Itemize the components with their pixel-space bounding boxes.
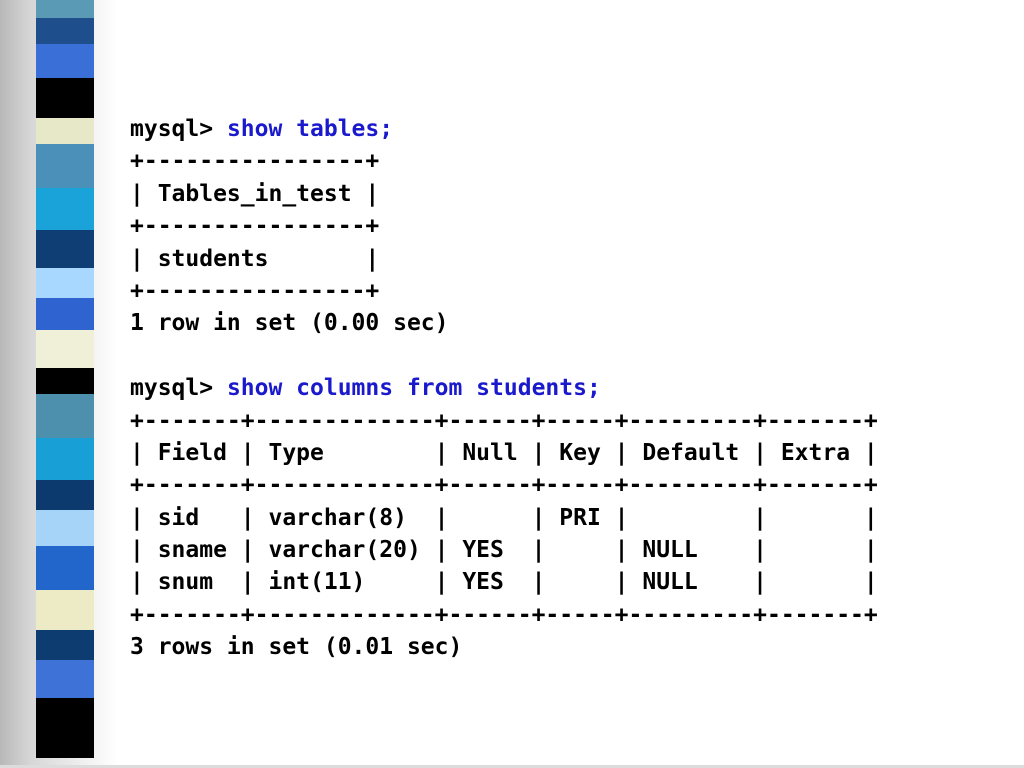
bottom-divider: [0, 765, 1024, 768]
stripe-segment: [36, 144, 94, 188]
stripe-segment: [36, 480, 94, 510]
table-border: +----------------+: [130, 148, 380, 175]
prompt: mysql>: [130, 116, 227, 142]
stripe-segment: [36, 230, 94, 268]
command-text: show columns from students;: [226, 375, 601, 402]
table-border: +----------------+: [130, 277, 380, 304]
mysql-console-output: mysql> show tables; +----------------+ |…: [130, 113, 878, 664]
stripe-segment: [36, 394, 94, 438]
table-row: | sid | varchar(8) | | PRI | | |: [130, 504, 878, 531]
command-text: show tables;: [226, 116, 394, 142]
prompt-line: mysql> show columns from students;: [130, 372, 878, 404]
stripe-segment: [36, 78, 94, 118]
table-row: | snum | int(11) | YES | | NULL | |: [130, 569, 878, 596]
table-row: | students |: [130, 245, 380, 272]
stripe-segment: [36, 368, 94, 394]
stripe-segment: [36, 18, 94, 44]
stripe-segment: [36, 330, 94, 368]
stripe-segment: [36, 630, 94, 660]
result-summary: 1 row in set (0.00 sec): [130, 310, 449, 337]
table-border: +-------+-------------+------+-----+----…: [130, 407, 878, 434]
stripe-segment: [36, 590, 94, 630]
blank-line: [130, 340, 878, 372]
stripe-segment: [36, 510, 94, 546]
stripe-segment: [36, 698, 94, 758]
decorative-stripe: [36, 0, 94, 768]
prompt-line: mysql> show tables;: [130, 113, 878, 145]
stripe-segment: [36, 0, 94, 18]
stripe-segment: [36, 44, 94, 78]
stripe-segment: [36, 298, 94, 330]
table-header: | Tables_in_test |: [130, 180, 380, 207]
table-border: +-------+-------------+------+-----+----…: [130, 472, 878, 499]
prompt: mysql>: [130, 375, 227, 402]
table-header: | Field | Type | Null | Key | Default | …: [130, 439, 878, 466]
stripe-segment: [36, 546, 94, 590]
stripe-segment: [36, 268, 94, 298]
table-border: +----------------+: [130, 213, 380, 240]
stripe-segment: [36, 438, 94, 480]
table-border: +-------+-------------+------+-----+----…: [130, 601, 878, 628]
result-summary: 3 rows in set (0.01 sec): [130, 634, 463, 661]
stripe-segment: [36, 660, 94, 698]
stripe-segment: [36, 188, 94, 230]
stripe-segment: [36, 118, 94, 144]
table-row: | sname | varchar(20) | YES | | NULL | |: [130, 537, 878, 564]
